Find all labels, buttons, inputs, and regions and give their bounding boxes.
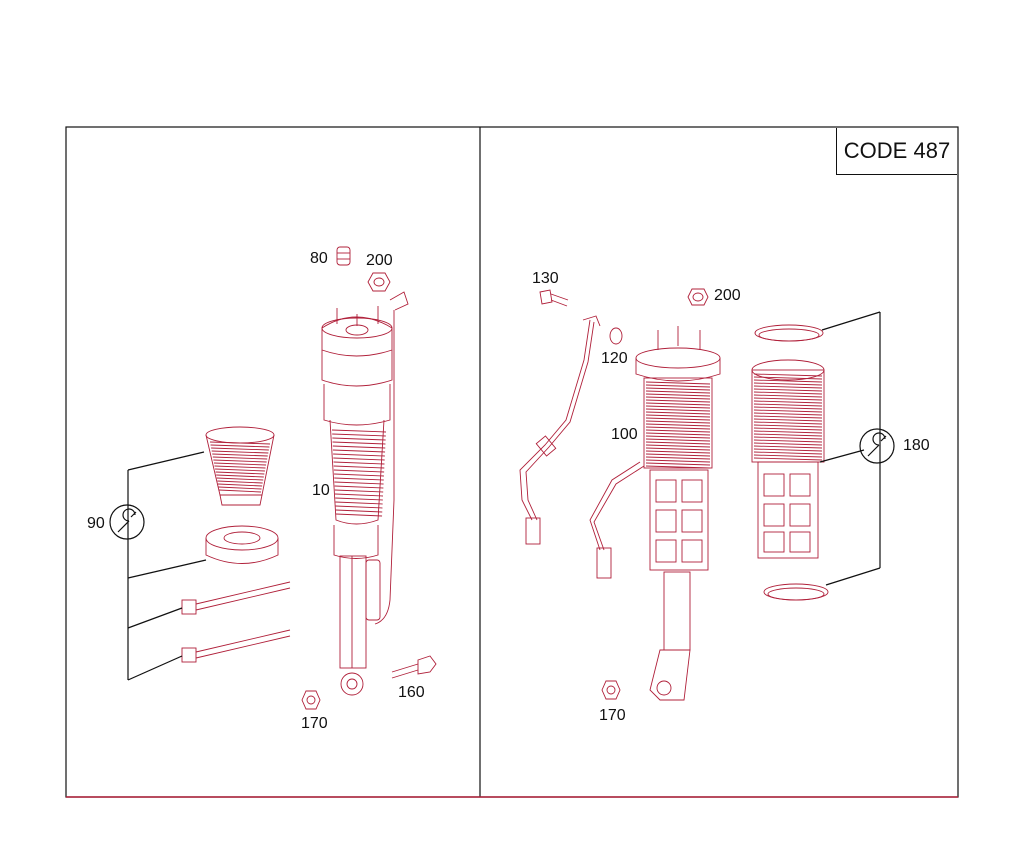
callout-180[interactable]: 180 xyxy=(903,437,930,454)
part-200-collar-nut-left[interactable] xyxy=(367,272,391,292)
wrench-icon xyxy=(109,504,145,540)
part-130-bolt[interactable] xyxy=(539,289,569,307)
hose-line[interactable] xyxy=(519,315,601,545)
part-10-strut[interactable] xyxy=(321,291,409,696)
wrench-icon xyxy=(859,428,895,464)
kit-180-leader-lines xyxy=(819,311,881,586)
part-80-nut[interactable] xyxy=(336,246,351,266)
code-label: CODE 487 xyxy=(836,128,957,175)
callout-170-left[interactable]: 170 xyxy=(301,715,328,732)
part-90-cable-tie-1[interactable] xyxy=(181,581,291,615)
part-100-strut[interactable] xyxy=(589,326,721,701)
part-90-spacer-ring[interactable] xyxy=(205,525,279,564)
callout-80[interactable]: 80 xyxy=(310,250,328,267)
callout-120[interactable]: 120 xyxy=(601,350,628,367)
kit-90-leader-lines xyxy=(127,451,207,681)
callout-10[interactable]: 10 xyxy=(312,482,330,499)
callout-90[interactable]: 90 xyxy=(87,515,105,532)
callout-130[interactable]: 130 xyxy=(532,270,559,287)
part-200-collar-nut-right[interactable] xyxy=(687,288,709,306)
part-160-bolt[interactable] xyxy=(391,655,437,679)
callout-160[interactable]: 160 xyxy=(398,684,425,701)
callout-200-left[interactable]: 200 xyxy=(366,252,393,269)
part-180-air-spring[interactable] xyxy=(751,324,829,601)
part-120-o-ring[interactable] xyxy=(609,327,623,345)
part-90-dust-boot[interactable] xyxy=(205,426,275,506)
callout-100[interactable]: 100 xyxy=(611,426,638,443)
part-90-cable-tie-2[interactable] xyxy=(181,629,291,663)
callout-200-right[interactable]: 200 xyxy=(714,287,741,304)
part-170-nut-left[interactable] xyxy=(301,690,321,710)
callout-170-right[interactable]: 170 xyxy=(599,707,626,724)
part-170-nut-right[interactable] xyxy=(601,680,621,700)
